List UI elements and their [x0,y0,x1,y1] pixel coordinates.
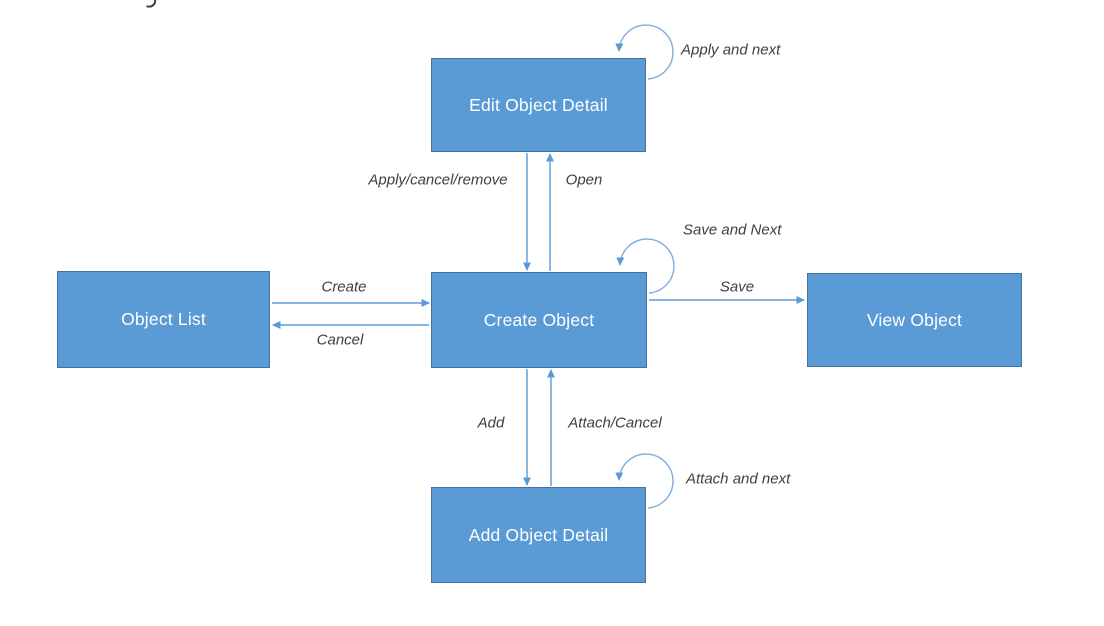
node-object-list: Object List [57,271,270,368]
node-label: Create Object [483,309,595,330]
edge-label-open: Open [565,171,603,189]
loop-attach-and-next-arc [615,453,674,509]
loop-label-save-and-next: Save and Next [683,221,782,239]
node-label: Edit Object Detail [469,94,608,115]
node-create-object: Create Object [431,272,647,368]
node-label: Object List [121,309,206,329]
node-view-object: View Object [807,273,1022,367]
loop-apply-and-next-arc [615,24,674,80]
loop-save-and-next-arc [616,238,675,294]
loop-label-apply-and-next: Apply and next [681,41,781,59]
edge-label-save: Save [719,278,755,296]
node-edit-object-detail: Edit Object Detail [431,58,646,152]
edge-label-attach-cancel: Attach/Cancel [568,414,662,432]
edge-label-add: Add [477,414,505,432]
loop-label-attach-and-next: Attach and next [686,470,791,488]
node-add-object-detail: Add Object Detail [431,487,646,583]
edge-label-cancel: Cancel [316,331,364,349]
edge-label-create: Create [321,278,367,296]
node-label: View Object [866,309,963,330]
node-label: Add Object Detail [468,524,609,545]
edge-label-apply-cancel-remove: Apply/cancel/remove [368,171,508,189]
